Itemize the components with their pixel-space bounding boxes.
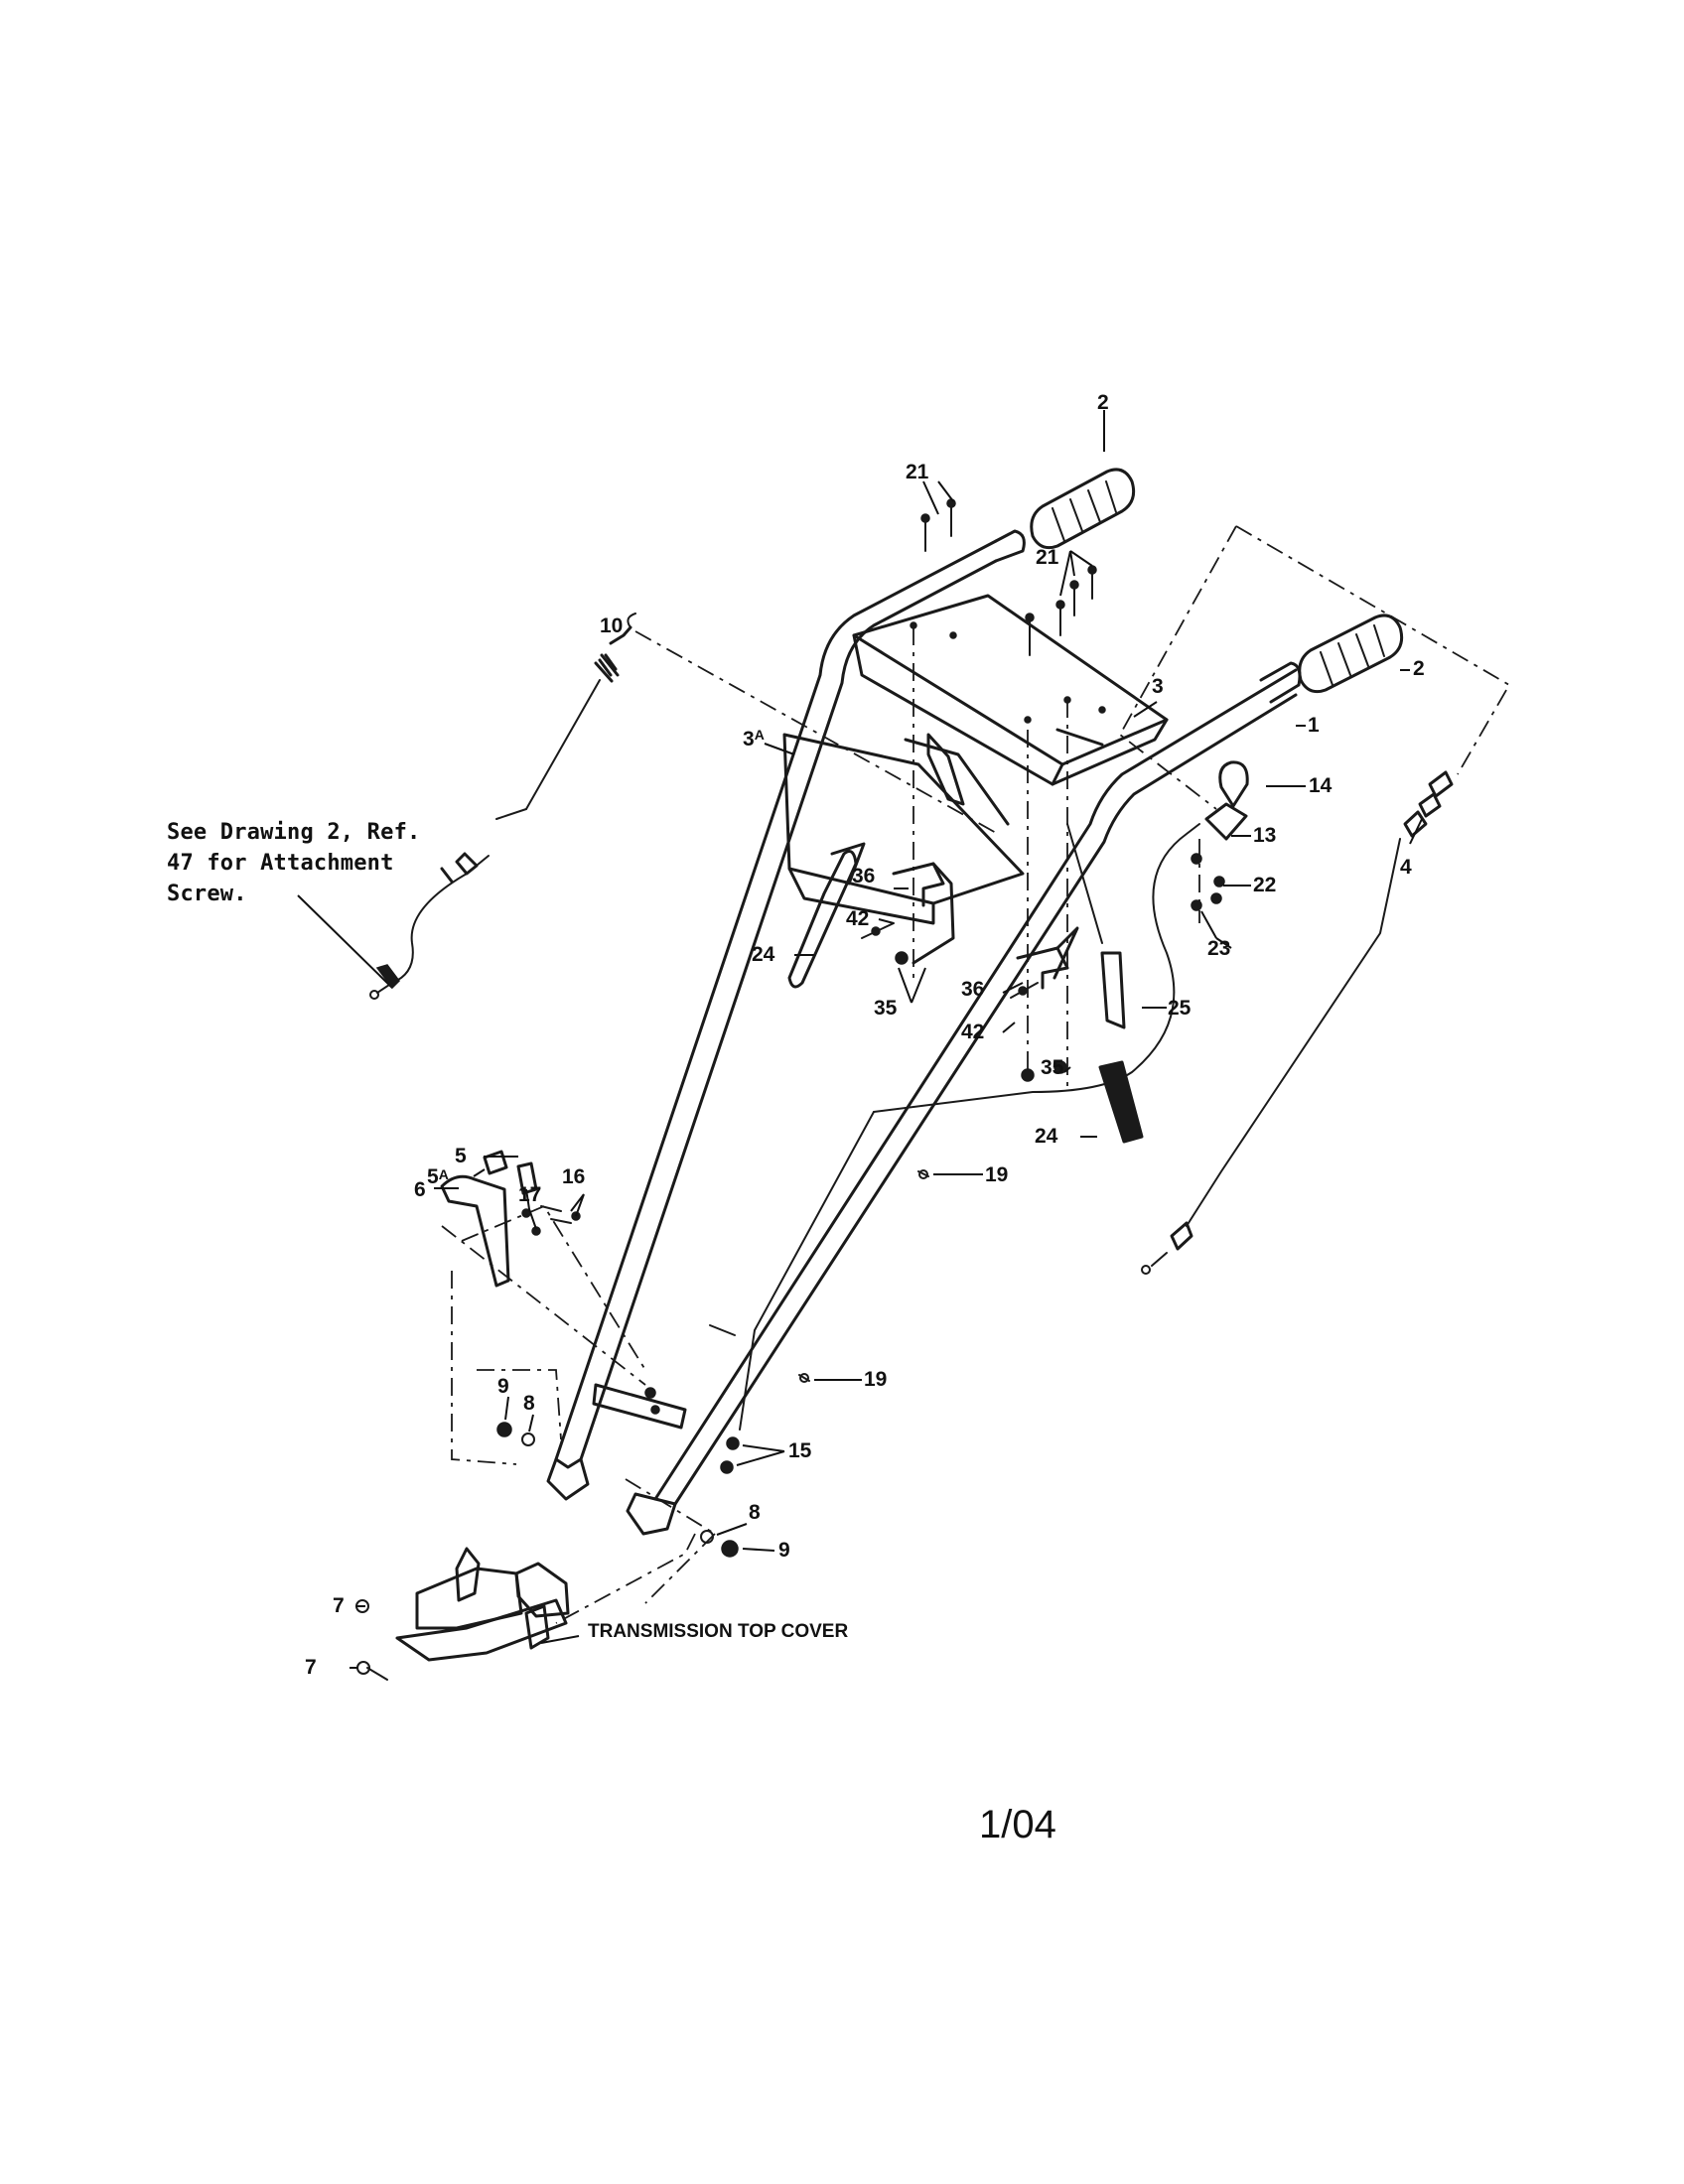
- callout-21-mid: 21: [1036, 546, 1059, 569]
- callout-3a: 3A: [743, 727, 765, 751]
- callout-19-top: 19: [985, 1163, 1008, 1186]
- leader-lines: [297, 410, 1423, 1669]
- callout-17: 17: [518, 1183, 541, 1206]
- callout-5: 5: [455, 1145, 467, 1167]
- grip-top: [1030, 468, 1136, 550]
- callout-9-right: 9: [778, 1539, 790, 1562]
- revision-date: 1/04: [979, 1803, 1056, 1846]
- panel-3a: [782, 733, 1025, 925]
- panel-screws: [920, 498, 1097, 656]
- note-line-3: Screw.: [167, 882, 247, 906]
- callout-16: 16: [562, 1165, 585, 1188]
- lower-bracket: [440, 1150, 581, 1288]
- callout-13: 13: [1253, 824, 1276, 847]
- callout-8-right: 8: [749, 1501, 761, 1524]
- note-line-2: 47 for Attachment: [167, 851, 394, 876]
- choke-cable: [1141, 770, 1454, 1275]
- callout-36-right: 36: [961, 978, 984, 1001]
- transmission-top-cover: [355, 1547, 570, 1681]
- callout-numbers: 2 21 21 10 2 3 1 3A 14 13 22 23 4 36 42 …: [305, 391, 1425, 1679]
- fasteners-lower: [496, 1387, 740, 1558]
- callout-36-left: 36: [852, 865, 875, 887]
- drive-cable: [369, 613, 636, 1000]
- callout-7-bottom: 7: [305, 1656, 317, 1679]
- brackets: [861, 862, 1079, 1082]
- callout-42-right: 42: [961, 1021, 984, 1043]
- grip-right: [1298, 614, 1404, 694]
- callout-8-left: 8: [523, 1392, 535, 1415]
- cable-ties: [709, 1111, 929, 1431]
- callout-35-left: 35: [874, 997, 898, 1020]
- assembly-reference-lines: [441, 525, 1511, 1624]
- handle-assembly: [546, 529, 1302, 1536]
- callout-24-left: 24: [752, 943, 775, 966]
- note-line-1: See Drawing 2, Ref.: [167, 820, 421, 845]
- callout-35-right: 35: [1041, 1056, 1064, 1079]
- callout-3: 3: [1152, 675, 1164, 698]
- callout-4: 4: [1400, 856, 1412, 879]
- callout-10: 10: [600, 614, 623, 637]
- callout-9-left: 9: [497, 1375, 509, 1398]
- callout-25: 25: [1168, 997, 1192, 1020]
- callout-24-right: 24: [1035, 1125, 1058, 1148]
- lever-left: [787, 842, 866, 989]
- lever-right: [1066, 823, 1144, 1144]
- callout-2-right: 2: [1413, 657, 1425, 680]
- callout-5a: 5A: [427, 1165, 449, 1188]
- callout-14: 14: [1309, 774, 1333, 797]
- callout-2-top: 2: [1097, 391, 1109, 414]
- callout-7-top: 7: [333, 1594, 345, 1617]
- callout-15: 15: [788, 1439, 812, 1462]
- control-panel: [852, 594, 1169, 786]
- callout-22: 22: [1253, 874, 1276, 896]
- callout-42-left: 42: [846, 907, 869, 930]
- transmission-cover-label: TRANSMISSION TOP COVER: [588, 1621, 849, 1642]
- callout-1: 1: [1308, 714, 1320, 737]
- callout-19-bottom: 19: [864, 1368, 887, 1391]
- throttle-control: [873, 760, 1249, 1113]
- callout-21-top: 21: [906, 461, 929, 483]
- callout-23: 23: [1207, 937, 1230, 960]
- callout-6: 6: [414, 1178, 426, 1201]
